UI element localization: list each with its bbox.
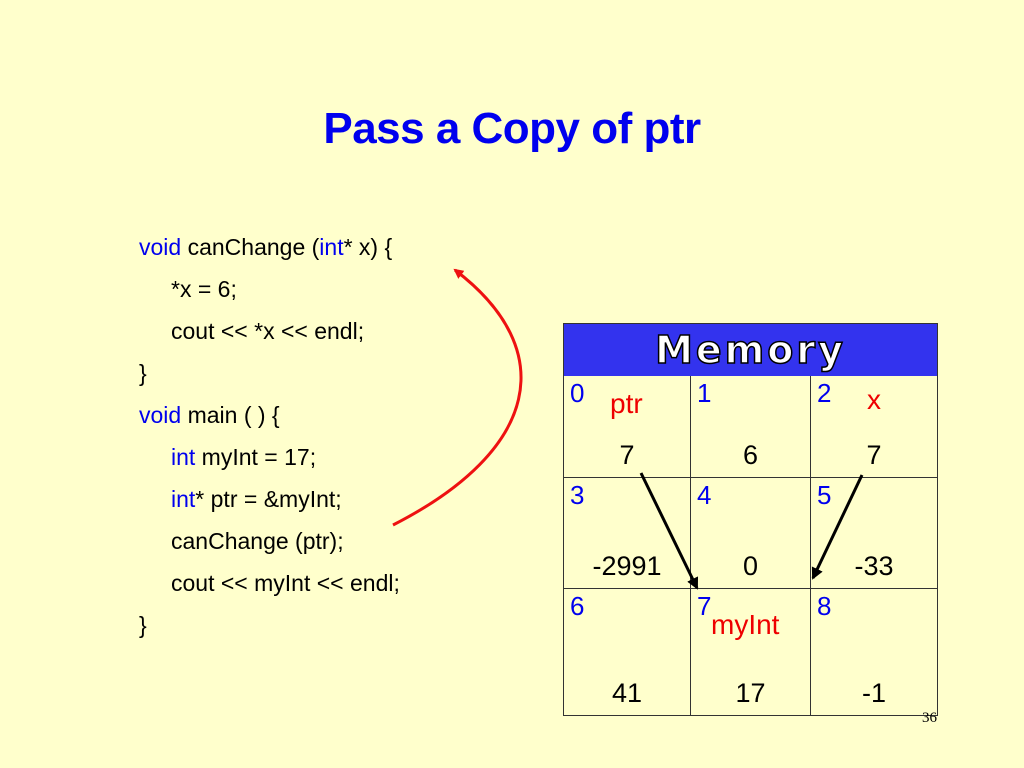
- memory-address: 4: [697, 480, 712, 510]
- code-line: void canChange (int* x) {: [139, 226, 400, 268]
- memory-cell: 3 -2991: [564, 478, 691, 589]
- memory-address: 6: [570, 591, 585, 621]
- code-line: cout << *x << endl;: [139, 310, 400, 352]
- code-text: cout << *x << endl;: [171, 318, 365, 344]
- memory-address: 5: [817, 480, 832, 510]
- memory-address: 3: [570, 480, 585, 510]
- code-line: }: [139, 604, 400, 646]
- code-text: cout << myInt << endl;: [171, 570, 400, 596]
- code-keyword: void: [139, 234, 182, 260]
- memory-address: 7: [697, 591, 712, 621]
- code-line: int myInt = 17;: [139, 436, 400, 478]
- memory-cell: 8 -1: [811, 589, 937, 715]
- code-line: }: [139, 352, 400, 394]
- memory-cell: 5 -33: [811, 478, 937, 589]
- code-keyword: int: [171, 486, 196, 512]
- memory-variable-label: myInt: [711, 609, 780, 640]
- code-line: void main ( ) {: [139, 394, 400, 436]
- memory-cell: 2 x 7: [811, 376, 937, 478]
- code-keyword: void: [139, 402, 182, 428]
- memory-value: 7: [866, 440, 882, 470]
- memory-cell: 0 ptr 7: [564, 376, 691, 478]
- code-text: myInt = 17;: [195, 444, 317, 470]
- memory-value: -1: [861, 678, 886, 708]
- memory-cell: 6 41: [564, 589, 691, 715]
- memory-variable-label: ptr: [610, 388, 643, 419]
- memory-value: 41: [611, 678, 643, 708]
- memory-value: 7: [619, 440, 635, 470]
- memory-header: Memory: [564, 324, 937, 376]
- memory-value: -33: [854, 551, 894, 581]
- memory-address: 8: [817, 591, 832, 621]
- memory-value: 6: [742, 440, 759, 470]
- code-text: }: [139, 360, 147, 386]
- code-keyword: int: [319, 234, 344, 260]
- memory-value: 17: [735, 678, 766, 708]
- code-text: }: [139, 612, 147, 638]
- code-line: int* ptr = &myInt;: [139, 478, 400, 520]
- slide-number: 36: [922, 710, 937, 726]
- code-line: *x = 6;: [139, 268, 400, 310]
- code-text: canChange (ptr);: [171, 528, 344, 554]
- code-text: *x = 6;: [171, 276, 237, 302]
- code-line: cout << myInt << endl;: [139, 562, 400, 604]
- code-text: main ( ) {: [181, 402, 280, 428]
- memory-address: 0: [570, 378, 585, 408]
- code-keyword: int: [171, 444, 196, 470]
- code-text: * x) {: [343, 234, 393, 260]
- call-arrow: [392, 268, 523, 527]
- memory-variable-label: x: [867, 384, 881, 415]
- memory-value: -2991: [592, 551, 662, 581]
- code-text: * ptr = &myInt;: [195, 486, 342, 512]
- code-text: canChange (: [181, 234, 320, 260]
- memory-value: 0: [742, 551, 759, 581]
- memory-address: 1: [697, 378, 712, 408]
- slide-title: Pass a Copy of ptr: [323, 104, 701, 153]
- code-block: void canChange (int* x) {*x = 6;cout << …: [139, 226, 400, 646]
- code-line: canChange (ptr);: [139, 520, 400, 562]
- memory-address: 2: [817, 378, 832, 408]
